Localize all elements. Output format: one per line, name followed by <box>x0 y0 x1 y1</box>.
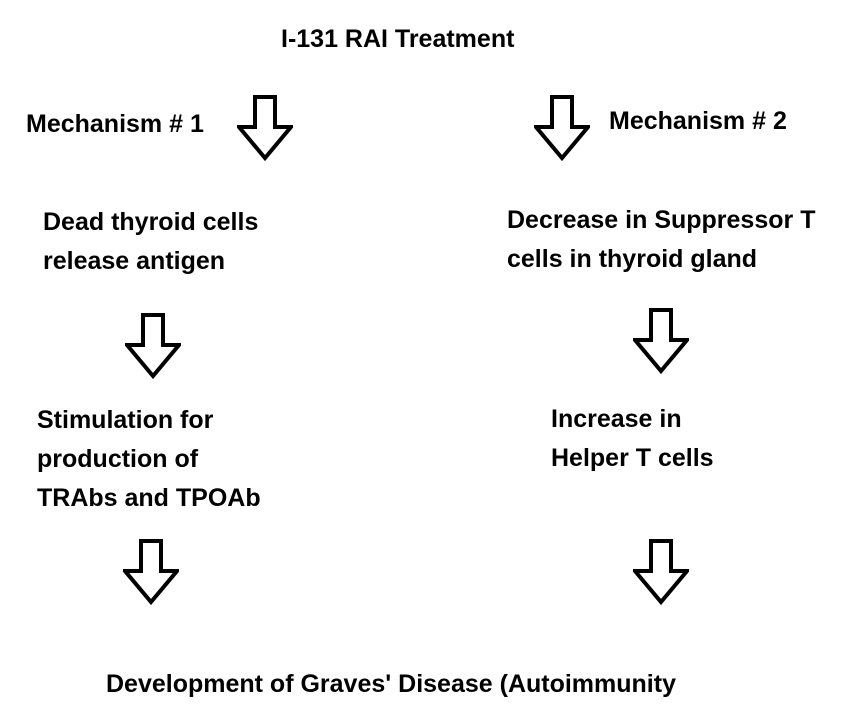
mechanism-2-step-2-line-1: Increase in <box>551 405 682 433</box>
mechanism-1-step-1-line-1: Dead thyroid cells <box>43 208 259 236</box>
arrow-down-icon <box>123 539 179 605</box>
mechanism-2-step-1-line-1: Decrease in Suppressor T <box>507 206 816 234</box>
mechanism-1-step-2-line-3: TRAbs and TPOAb <box>37 484 261 512</box>
arrow-down-icon <box>125 313 181 379</box>
arrow-down-icon <box>237 95 293 161</box>
arrow-down-icon <box>534 95 590 161</box>
outcome-text: Development of Graves' Disease (Autoimmu… <box>106 670 676 698</box>
mechanism-1-step-2: Stimulation for production of TRAbs and … <box>37 401 261 518</box>
mechanism-2-label: Mechanism # 2 <box>609 107 787 135</box>
mechanism-1-step-2-line-2: production of <box>37 445 199 473</box>
mechanism-2-step-1: Decrease in Suppressor T cells in thyroi… <box>507 201 815 279</box>
mechanism-1-step-2-line-1: Stimulation for <box>37 406 214 434</box>
arrow-down-icon <box>633 539 689 605</box>
mechanism-2-step-1-line-2: cells in thyroid gland <box>507 245 758 273</box>
mechanism-1-step-1-line-2: release antigen <box>43 247 226 275</box>
arrow-down-icon <box>633 308 689 374</box>
mechanism-1-step-1: Dead thyroid cells release antigen <box>43 203 258 281</box>
mechanism-2-step-2-line-2: Helper T cells <box>551 444 714 472</box>
diagram-title: I-131 RAI Treatment <box>281 25 515 53</box>
mechanism-1-label: Mechanism # 1 <box>26 110 204 138</box>
mechanism-2-step-2: Increase in Helper T cells <box>551 400 714 478</box>
